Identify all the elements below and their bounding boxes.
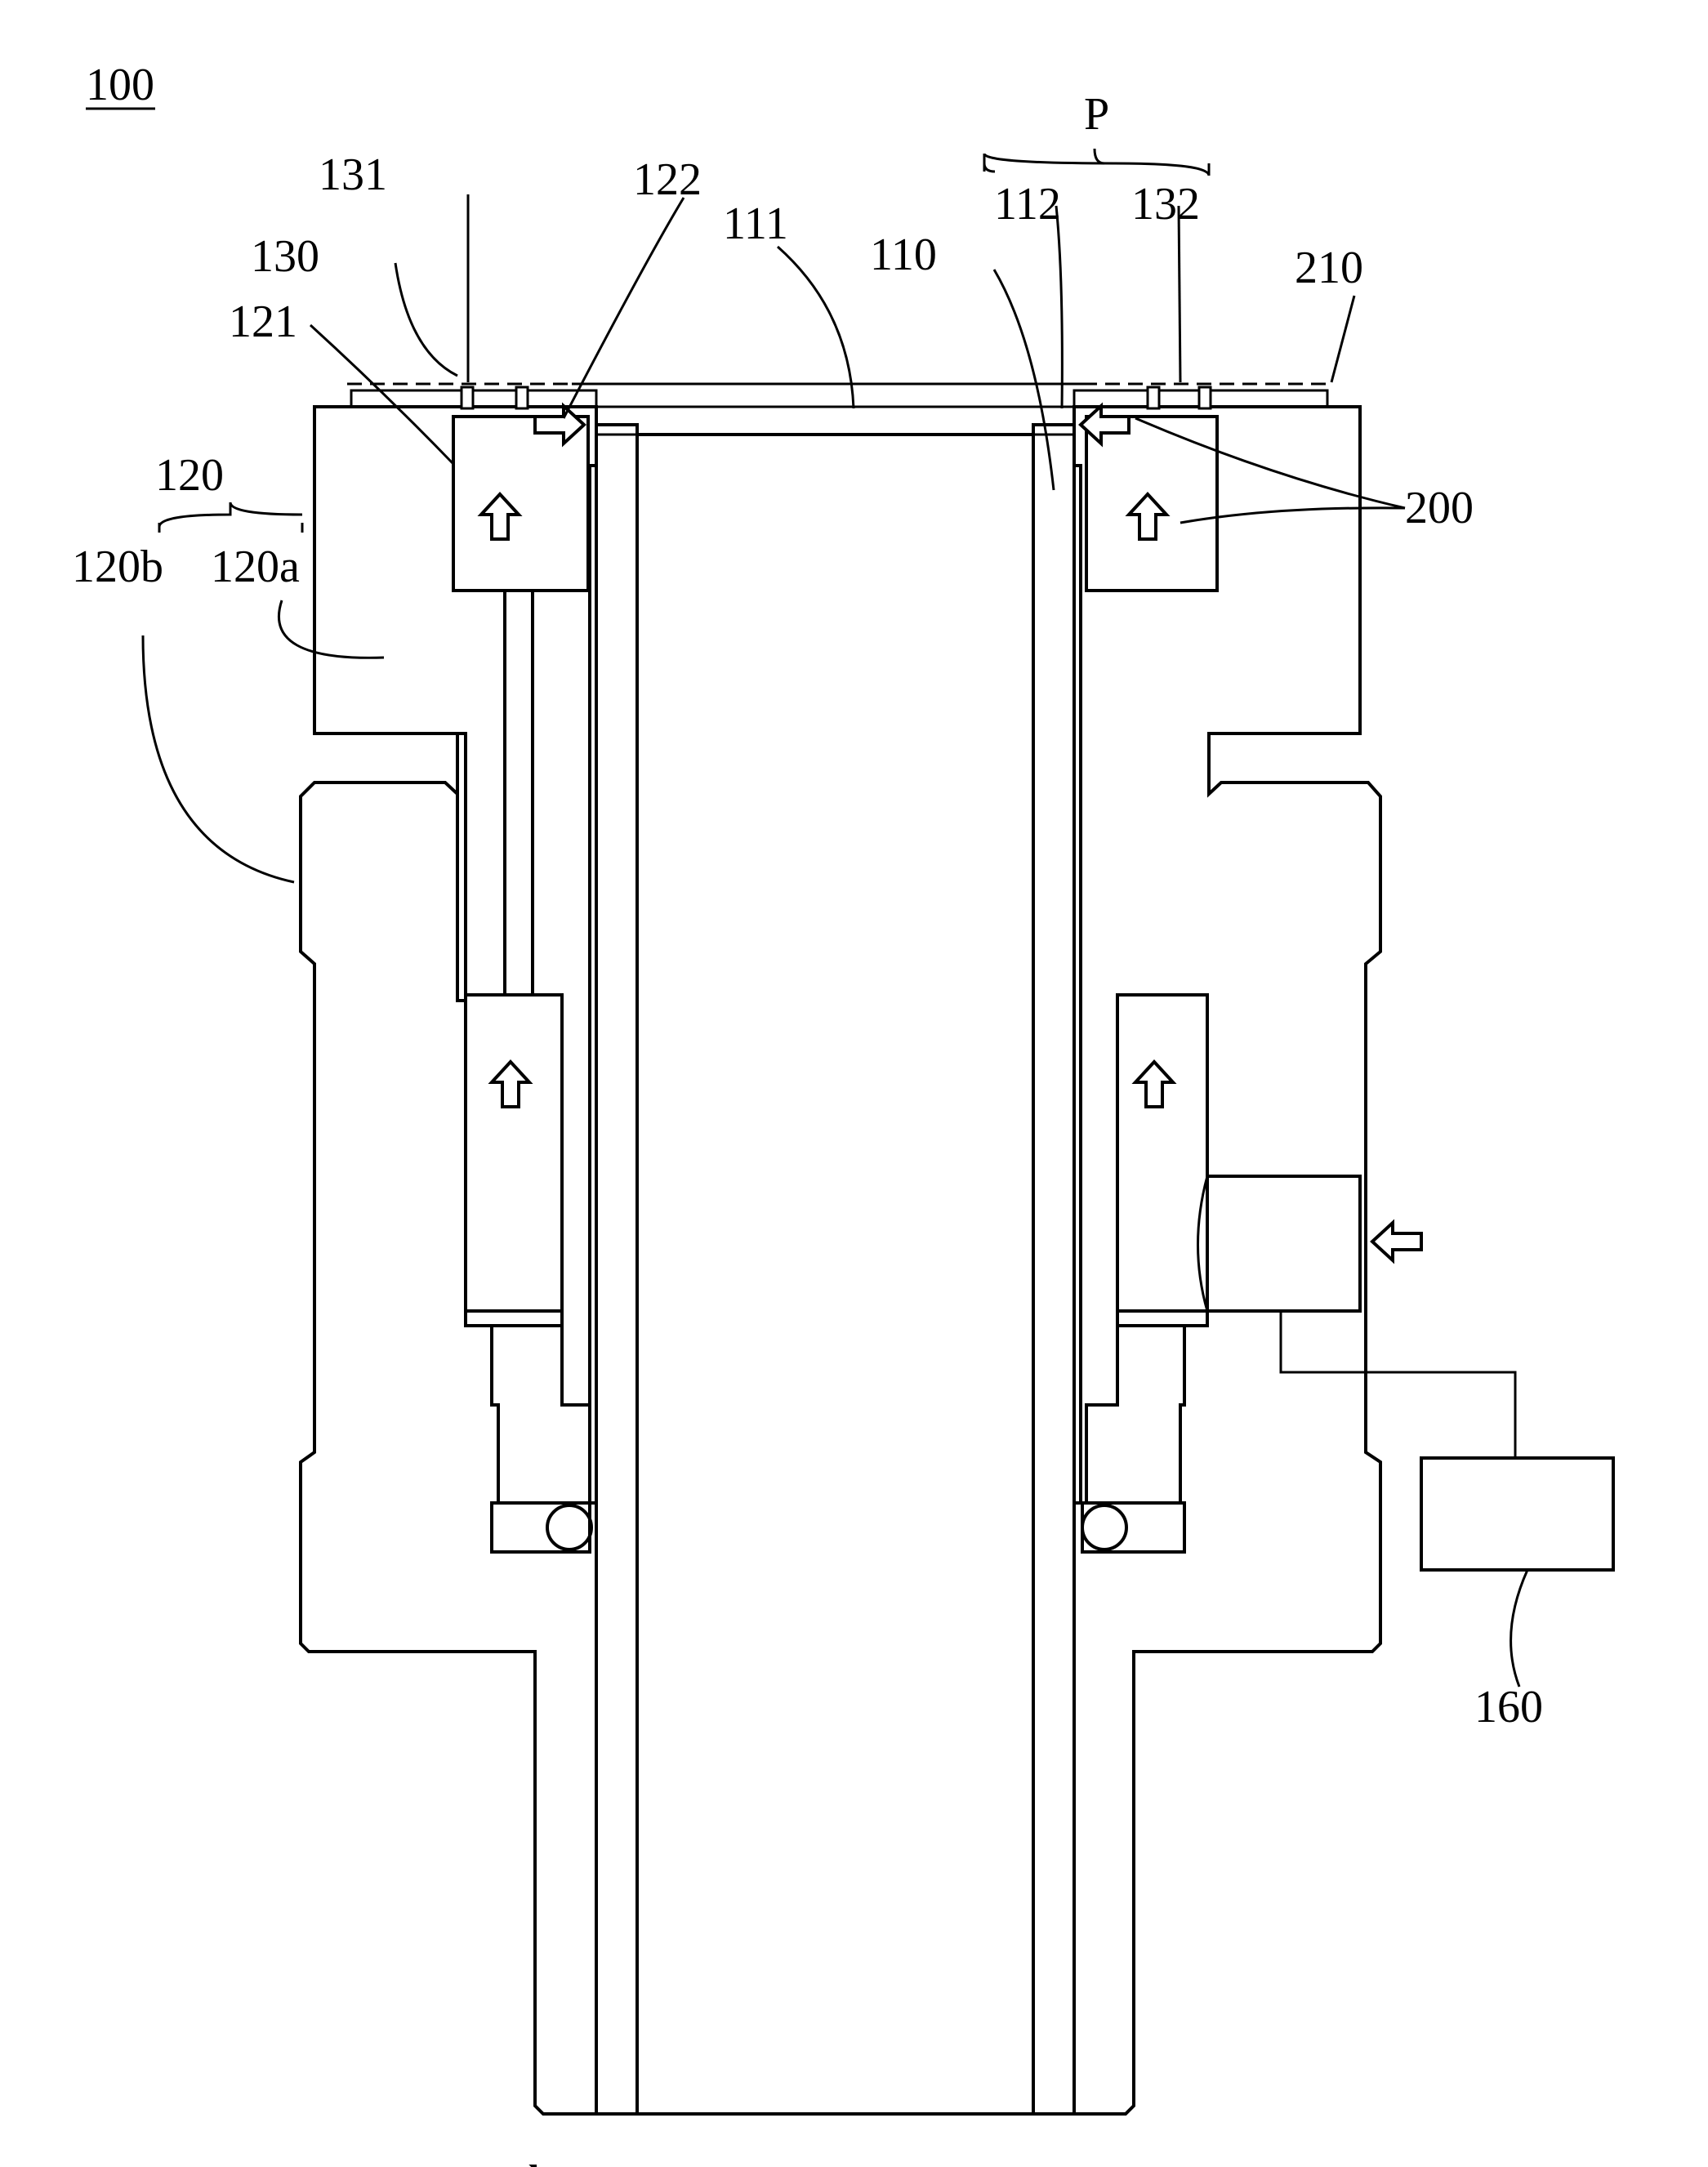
label-200: 200 xyxy=(1405,483,1474,533)
label-210: 210 xyxy=(1295,243,1363,293)
hole-131 xyxy=(462,387,473,408)
label-122: 122 xyxy=(633,154,702,205)
label-120b: 120b xyxy=(72,542,163,592)
label-132: 132 xyxy=(1131,179,1200,230)
label-111: 111 xyxy=(723,198,788,249)
hole-132 xyxy=(1148,387,1159,408)
hole-132b xyxy=(1199,387,1211,408)
label-100: 100 xyxy=(86,60,154,110)
hole-131b xyxy=(516,387,528,408)
label-120: 120 xyxy=(155,450,224,501)
label-160: 160 xyxy=(1474,1682,1543,1732)
label-130: 130 xyxy=(251,231,319,282)
label-131: 131 xyxy=(319,149,387,200)
label-110: 110 xyxy=(870,230,937,280)
label-112: 112 xyxy=(994,179,1061,230)
label-P: P xyxy=(1084,89,1109,140)
label-120a: 120a xyxy=(211,542,300,592)
label-121: 121 xyxy=(229,297,297,347)
